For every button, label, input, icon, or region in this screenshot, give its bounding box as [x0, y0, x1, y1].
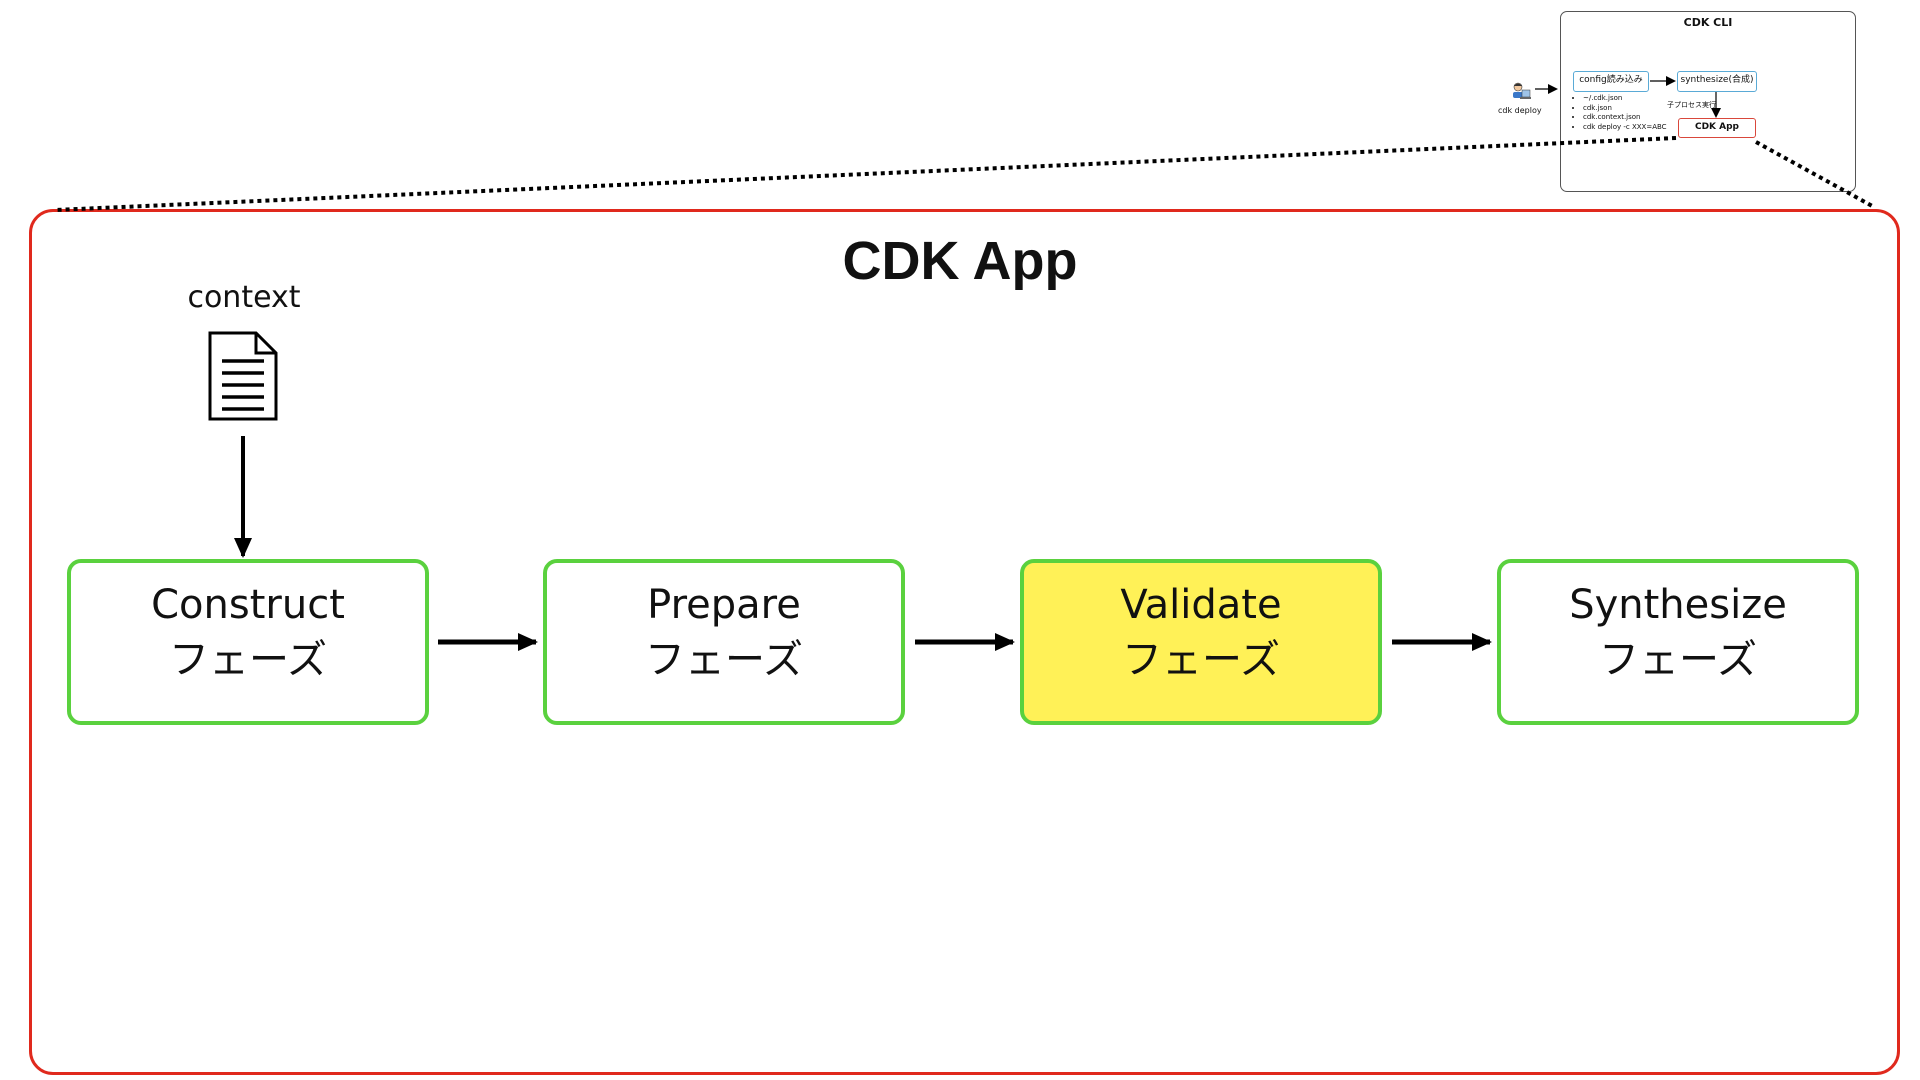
sub-process-note: 子プロセス実行: [1667, 101, 1716, 109]
phase-name: Construct: [151, 582, 345, 628]
phase-synthesize: Synthesize フェーズ: [1497, 559, 1859, 725]
config-source-item: cdk.context.json: [1583, 113, 1667, 123]
context-label: context: [187, 280, 301, 315]
cdk-app-mini-box: CDK App: [1678, 118, 1756, 138]
phase-suffix: フェーズ: [645, 637, 803, 683]
synthesize-box: synthesize(合成): [1677, 71, 1757, 92]
phase-construct: Construct フェーズ: [67, 559, 429, 725]
phase-validate: Validate フェーズ: [1020, 559, 1382, 725]
cli-title: CDK CLI: [1683, 16, 1733, 29]
user-at-computer-icon: [1513, 82, 1531, 99]
config-source-list: ~/.cdk.json cdk.json cdk.context.json cd…: [1573, 94, 1667, 132]
config-source-item: ~/.cdk.json: [1583, 94, 1667, 104]
config-source-item: cdk.json: [1583, 104, 1667, 114]
cdk-cli-inset: CDK CLI cdk deploy config読み込み synthesize…: [1498, 11, 1856, 192]
config-source-item: cdk deploy -c XXX=ABC: [1583, 123, 1667, 133]
config-load-box: config読み込み: [1573, 71, 1649, 92]
phase-suffix: フェーズ: [1599, 637, 1757, 683]
phase-suffix: フェーズ: [1122, 637, 1280, 683]
document-icon: [208, 331, 278, 421]
cdk-app-title: CDK App: [842, 231, 1078, 291]
phase-suffix: フェーズ: [169, 637, 327, 683]
user-label: cdk deploy: [1498, 106, 1542, 115]
phase-name: Validate: [1120, 582, 1282, 628]
zoom-line-left: [54, 136, 1677, 212]
phase-name: Prepare: [647, 582, 801, 628]
phase-name: Synthesize: [1569, 582, 1787, 628]
phase-prepare: Prepare フェーズ: [543, 559, 905, 725]
